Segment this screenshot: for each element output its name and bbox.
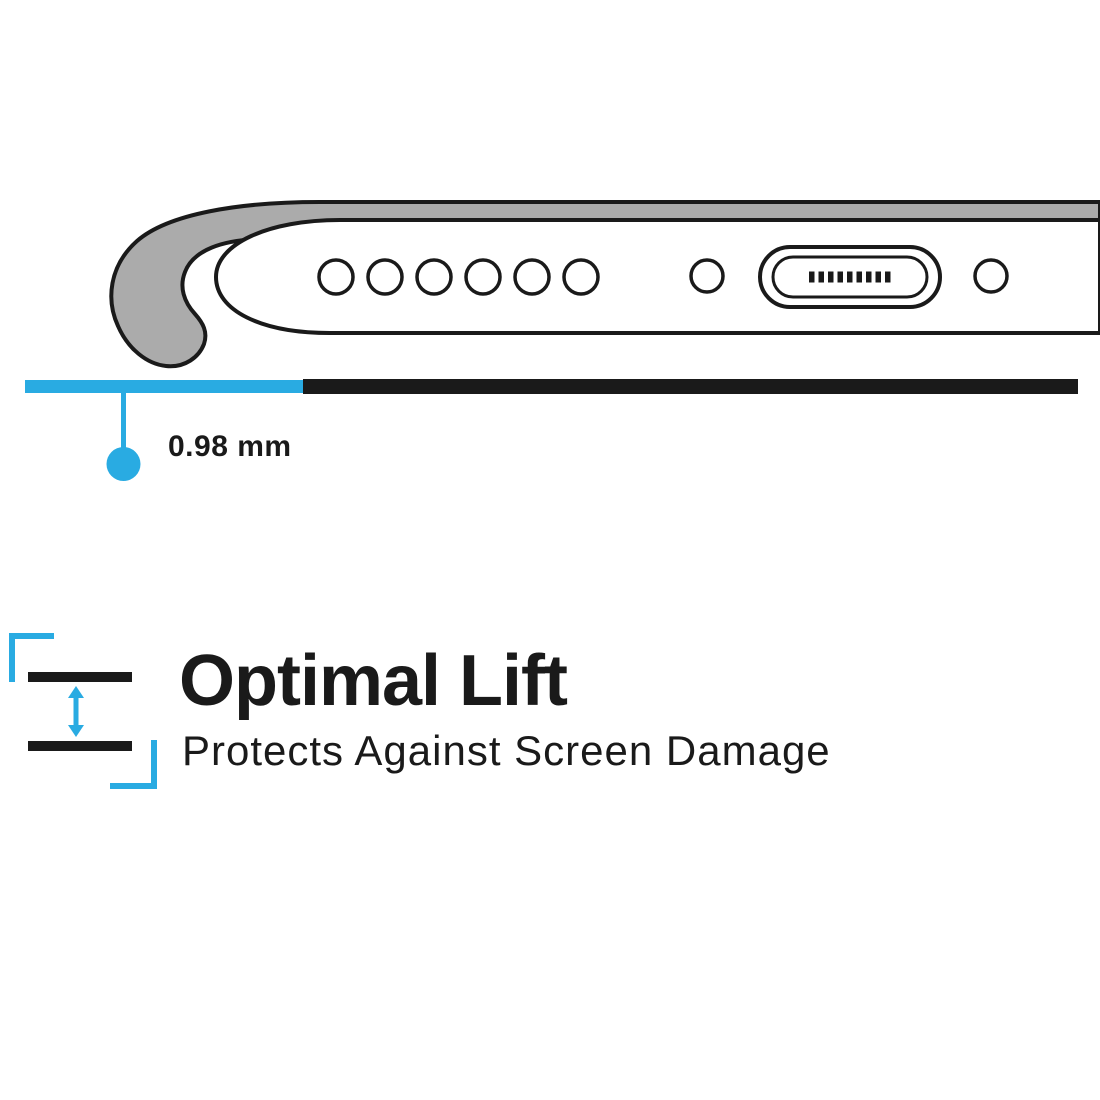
- lift-gap-bar-accent: [25, 380, 303, 393]
- speaker-hole: [513, 258, 551, 296]
- speaker-hole: [464, 258, 502, 296]
- speaker-hole: [415, 258, 453, 296]
- feature-title: Optimal Lift: [179, 641, 568, 721]
- surface-bar: [303, 379, 1078, 394]
- speaker-hole: [562, 258, 600, 296]
- gap-indicator-line: [121, 393, 126, 450]
- corner-bracket-icon: [110, 740, 157, 789]
- corner-bracket-icon: [9, 633, 54, 682]
- speaker-hole: [317, 258, 355, 296]
- speaker-hole-row: [317, 258, 600, 296]
- feature-subtitle: Protects Against Screen Damage: [182, 727, 831, 774]
- lift-gap-icon: [9, 633, 157, 789]
- upper-plate-bar: [28, 672, 132, 682]
- charging-port: [758, 245, 942, 309]
- gap-indicator-dot: [106, 447, 141, 481]
- lift-measurement-value: 0.98 mm: [168, 430, 292, 463]
- lower-plate-bar: [28, 741, 132, 751]
- lift-measurement: [25, 379, 1078, 481]
- double-headed-arrow-icon: [68, 686, 84, 737]
- aux-hole: [973, 258, 1009, 294]
- mic-hole: [689, 258, 725, 294]
- speaker-hole: [366, 258, 404, 296]
- charging-port-pins: [809, 271, 891, 283]
